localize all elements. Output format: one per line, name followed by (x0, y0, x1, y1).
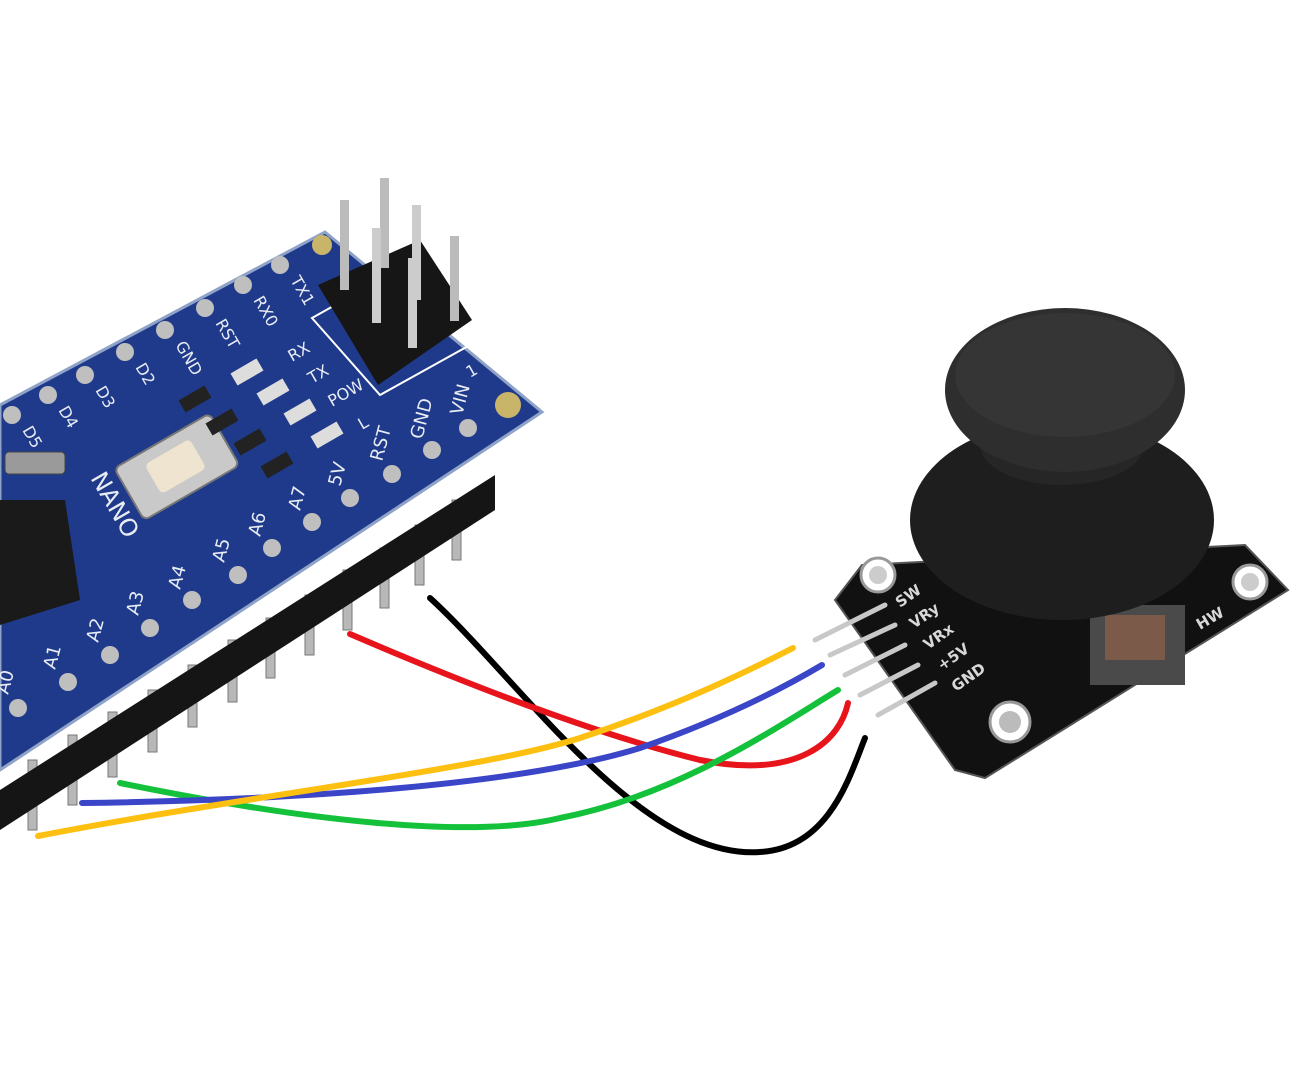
joystick-module: SW VRy VRx +5V GND HW (812, 308, 1290, 780)
microcontroller-chip (0, 500, 80, 625)
wire-black-gnd (427, 595, 868, 856)
wire-green-sw (117, 687, 841, 831)
header-strip (0, 475, 495, 830)
wire-red-5v (347, 631, 851, 769)
top-pads (3, 256, 289, 424)
wire-yellow-vrx (35, 645, 796, 839)
crystal (4, 451, 66, 475)
reset-button (115, 414, 239, 520)
joystick-pins (812, 602, 938, 718)
joystick-pcb (833, 543, 1290, 780)
mounting-hole (495, 392, 521, 418)
bottom-pads (9, 419, 477, 717)
pin-label-a0: A0 (0, 668, 19, 696)
smd-components (178, 358, 344, 479)
wires (35, 595, 868, 856)
arduino-nano: 1 D5 D4 D3 D2 GND RST RX0 TX1 RX TX POW … (0, 178, 545, 831)
icsp-header: 1 (310, 178, 481, 397)
nano-pcb (0, 230, 545, 772)
mounting-hole (312, 235, 332, 255)
joystick-base (910, 420, 1214, 620)
